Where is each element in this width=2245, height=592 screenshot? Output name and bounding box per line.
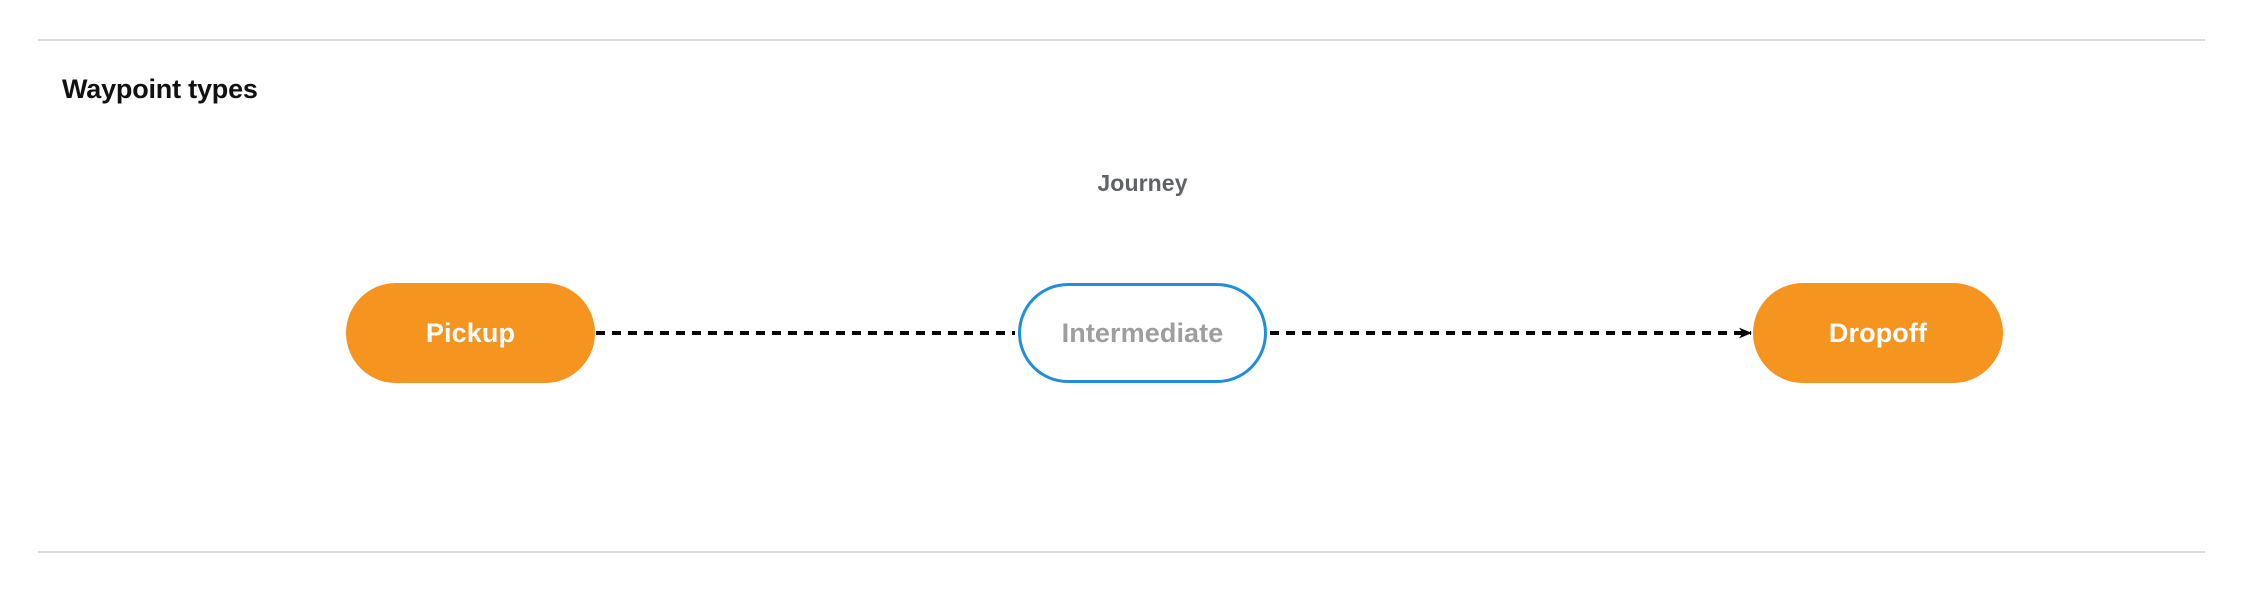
node-intermediate-label: Intermediate bbox=[1061, 317, 1224, 348]
section-divider-bottom bbox=[38, 551, 2205, 553]
cluster-label-journey: Journey bbox=[1097, 170, 1188, 196]
section-divider-top bbox=[38, 39, 2205, 41]
node-pickup-label: Pickup bbox=[425, 317, 516, 348]
node-dropoff[interactable]: Dropoff bbox=[1753, 283, 2003, 383]
node-intermediate[interactable]: Intermediate bbox=[1018, 283, 1267, 383]
page-title: Waypoint types bbox=[62, 74, 258, 104]
node-pickup[interactable]: Pickup bbox=[346, 283, 595, 383]
node-dropoff-label: Dropoff bbox=[1828, 317, 1928, 348]
